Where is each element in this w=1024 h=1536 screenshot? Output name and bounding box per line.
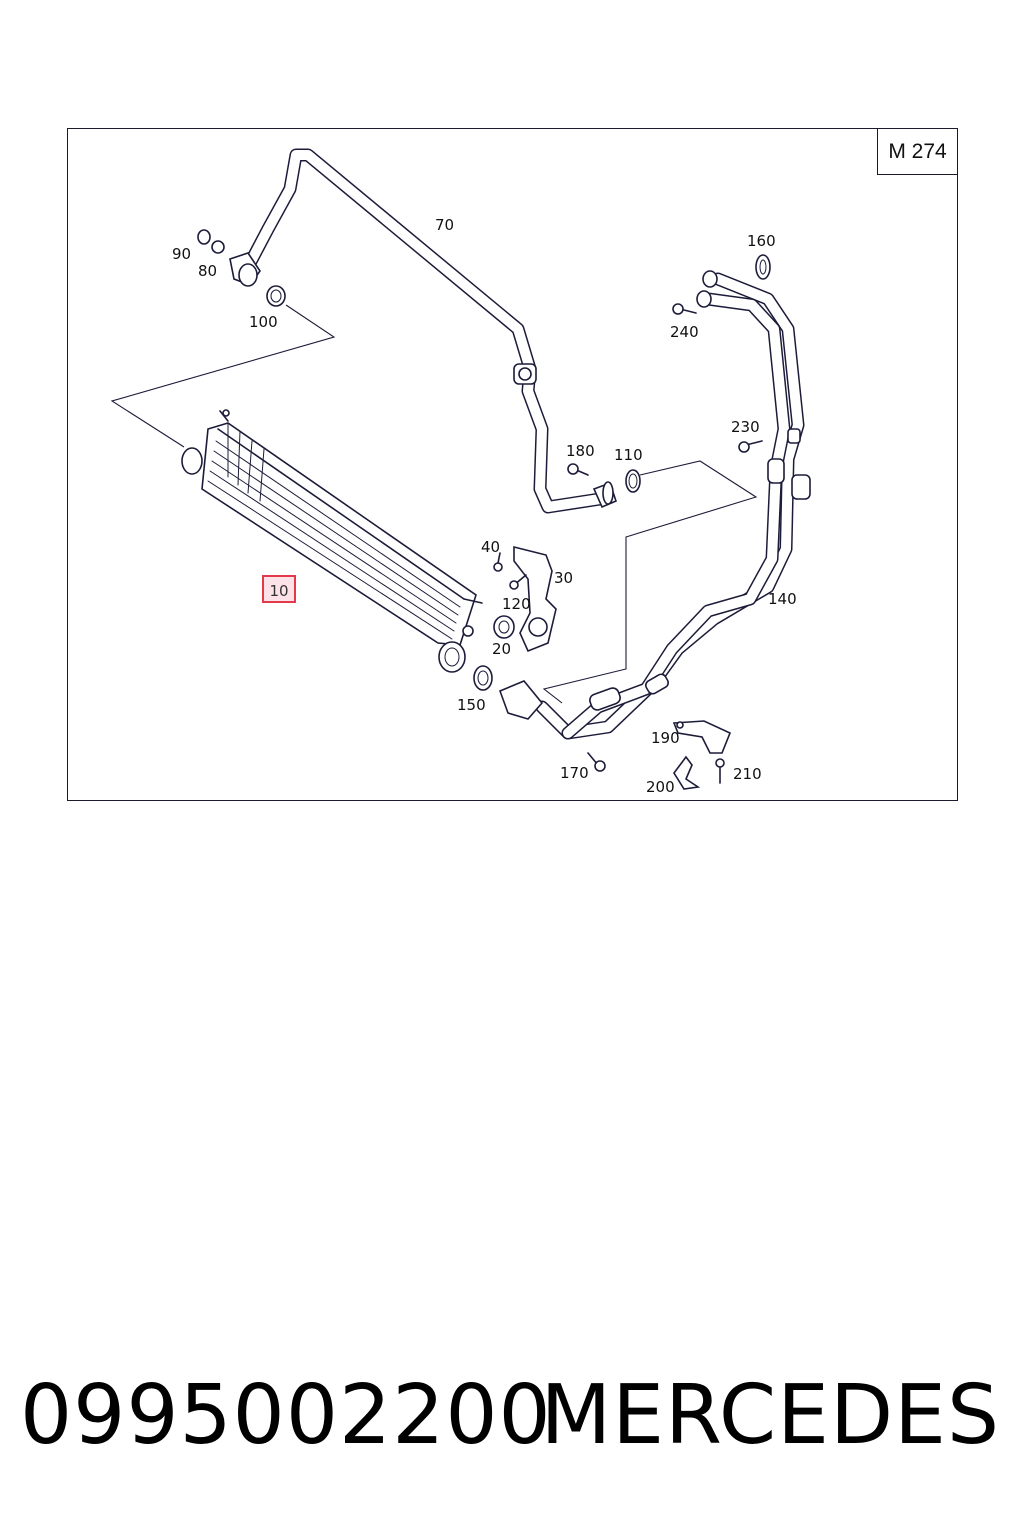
bracket-200 [673,755,701,790]
callout-150: 150 [457,696,486,714]
bolt-180 [567,463,589,476]
callout-100: 100 [249,313,278,331]
fitting-80-90 [197,229,261,287]
callout-200: 200 [646,778,675,796]
callout-190: 190 [651,729,680,747]
oil-cooler-10 [181,409,483,673]
o-ring-100 [266,285,286,307]
callout-110: 110 [614,446,643,464]
callout-230: 230 [731,418,760,436]
bolt-230 [738,440,763,453]
bolt-170 [587,752,606,772]
callout-180: 180 [566,442,595,460]
bracket-30 [493,545,557,653]
callout-210: 210 [733,765,762,783]
callout-170: 170 [560,764,589,782]
o-ring-110 [625,469,641,493]
bolt-240 [672,303,697,315]
highlighted-part-callout-10[interactable]: 10 [262,575,296,603]
o-ring-150 [473,665,493,691]
callout-80: 80 [198,262,217,280]
engine-code-label: M 274 [877,128,958,175]
caption: 0995002200 MERCEDES [0,1368,1024,1468]
callout-40: 40 [481,538,500,556]
parts-diagram: 70 90 80 100 160 240 230 180 110 40 30 1… [67,128,958,801]
callout-140: 140 [768,590,797,608]
pipe-140 [498,270,811,740]
callout-90: 90 [172,245,191,263]
callout-70: 70 [435,216,454,234]
part-number: 0995002200 [20,1368,552,1463]
callout-120: 120 [502,595,531,613]
callout-240: 240 [670,323,699,341]
callout-20: 20 [492,640,511,658]
callout-160: 160 [747,232,776,250]
bolt-210 [715,758,725,784]
callout-30: 30 [554,569,573,587]
pipe-70 [241,148,617,514]
o-ring-160 [755,254,771,280]
brand-name: MERCEDES [540,1368,1000,1463]
clamp-190 [672,720,732,754]
exploded-view-drawing: 70 90 80 100 160 240 230 180 110 40 30 1… [110,148,811,796]
